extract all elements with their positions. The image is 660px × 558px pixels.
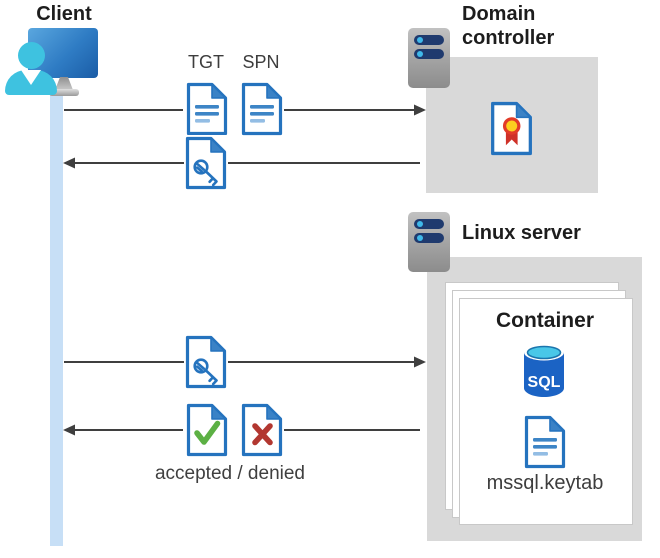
- server-led: [417, 51, 423, 57]
- client-lifeline: [50, 94, 63, 546]
- tgt-document-icon: [186, 82, 228, 136]
- server-drive-bar: [414, 233, 444, 243]
- key-ticket-wrap: [184, 135, 228, 191]
- result-documents-group: [183, 401, 284, 457]
- keytab-filename: mssql.keytab: [486, 472, 604, 494]
- container-title: Container: [495, 309, 594, 332]
- sql-label: SQL: [528, 374, 561, 391]
- spn-document-icon: [241, 82, 283, 136]
- server-drive-bar: [414, 219, 444, 229]
- arrow-dc-to-client: [63, 157, 420, 169]
- denied-document-icon: [241, 403, 283, 457]
- domain-controller-server-icon: [408, 28, 450, 88]
- server-led: [417, 221, 423, 227]
- ticket-documents-group: [183, 80, 284, 136]
- server-led: [417, 235, 423, 241]
- user-icon: [18, 42, 45, 69]
- monitor-base: [49, 89, 79, 96]
- container-card: [459, 298, 633, 525]
- service-ticket-key-document-icon: [185, 136, 227, 190]
- accepted-document-icon: [186, 403, 228, 457]
- spn-label: SPN: [242, 52, 280, 72]
- server-drive-bar: [414, 49, 444, 59]
- sql-database-icon: SQL: [524, 344, 564, 397]
- tgt-label: TGT: [188, 52, 224, 72]
- certificate-seal: [502, 117, 521, 135]
- certificate-document-icon: [491, 101, 532, 156]
- linux-server-title: Linux server: [462, 222, 581, 244]
- arrow-client-to-linux: [64, 356, 426, 368]
- keytab-document-icon: [524, 415, 566, 469]
- linux-server-icon: [408, 212, 450, 272]
- accepted-denied-label: accepted / denied: [154, 463, 305, 484]
- client-title: Client: [36, 3, 92, 25]
- ticket-key-document-icon: [185, 335, 227, 389]
- key-ticket-wrap-2: [184, 334, 228, 390]
- domain-controller-title: Domain controller: [462, 3, 555, 49]
- monitor-stand: [55, 77, 73, 90]
- server-drive-bar: [414, 35, 444, 45]
- server-led: [417, 37, 423, 43]
